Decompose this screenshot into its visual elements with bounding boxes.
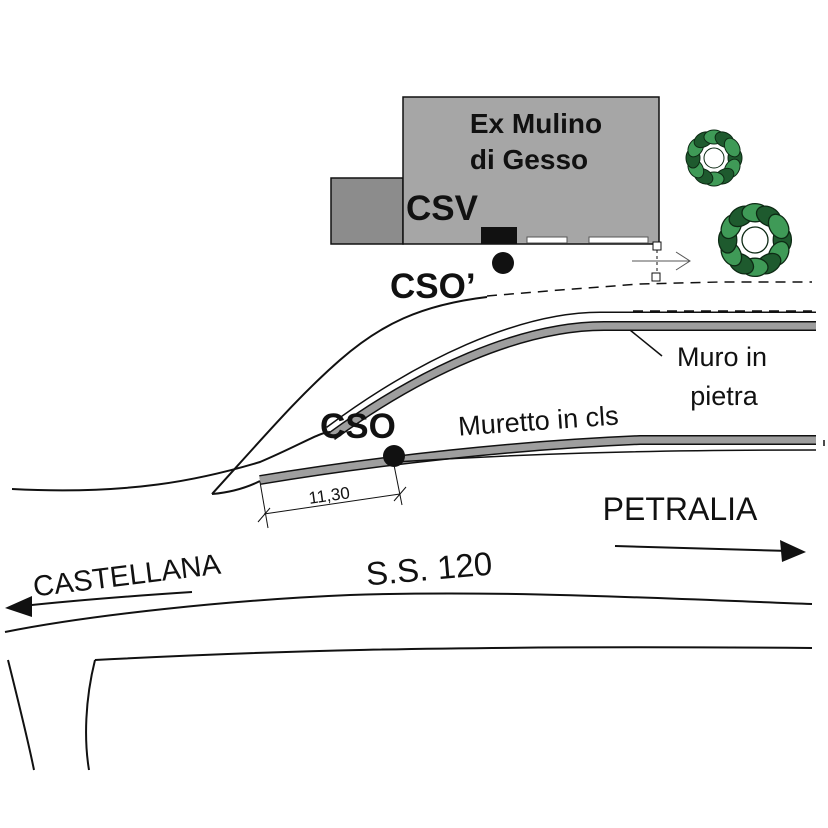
side-road-left <box>7 659 35 771</box>
building-name-line1: Ex Mulino <box>470 108 602 139</box>
entrance-marker <box>632 241 691 282</box>
arrow-left-icon <box>5 591 193 617</box>
concrete-wall-label: Muretto in cls <box>457 400 619 441</box>
tree-center <box>741 226 769 254</box>
direction-label-left: CASTELLANA <box>31 549 223 604</box>
dimension-label: 11,30 <box>307 483 351 508</box>
tree-leaf <box>767 213 790 240</box>
tree-center <box>703 147 725 169</box>
building-main <box>402 96 660 245</box>
point-marker-cso <box>383 445 405 467</box>
point-label-cso: CSO <box>320 407 396 446</box>
dimension-line <box>257 464 407 529</box>
point-label-cso-prime: CSO’ <box>390 267 476 306</box>
building-window <box>588 236 649 244</box>
road-edge-bottom <box>94 646 813 661</box>
building-door <box>481 227 517 244</box>
building-annex <box>330 177 404 245</box>
building: Ex Mulino di Gesso CSV <box>330 96 660 245</box>
tree-leaf <box>723 137 741 158</box>
road-name-label: S.S. 120 <box>364 545 493 593</box>
arrow-right-icon <box>614 540 806 562</box>
building-name-line2: di Gesso <box>470 144 588 175</box>
point-marker-cso-prime <box>492 252 514 274</box>
tree-icon <box>685 129 743 187</box>
road-edge-lower <box>4 592 813 633</box>
dashed-edge <box>486 281 812 297</box>
point-label-csv: CSV <box>406 189 479 228</box>
road-edge-upper <box>211 296 488 495</box>
direction-label-right: PETRALIA <box>603 491 758 527</box>
road-edge-top-inner <box>211 480 261 495</box>
road-edge-left-top <box>11 431 331 492</box>
concrete-wall <box>259 435 817 485</box>
stone-wall <box>326 311 816 441</box>
tree-icon <box>717 202 793 278</box>
side-road-right <box>85 659 96 771</box>
stone-wall-label-line1: Muro in <box>677 342 767 372</box>
building-window <box>526 236 568 244</box>
stone-wall-label-line2: pietra <box>690 381 759 411</box>
